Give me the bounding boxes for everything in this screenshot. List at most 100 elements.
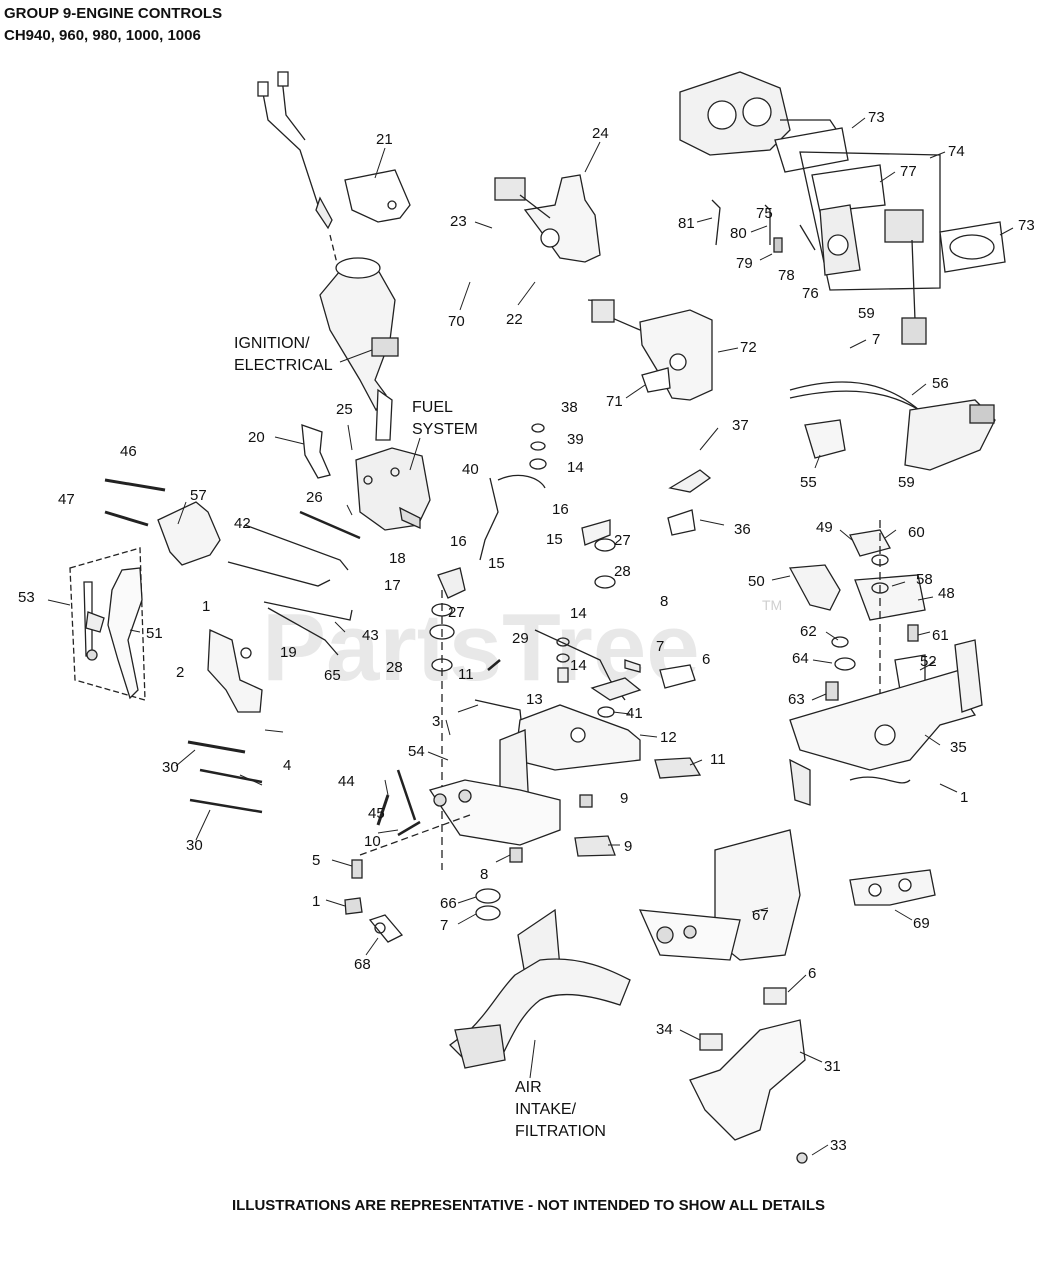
callout-60: 60 xyxy=(908,524,925,541)
callout-34: 34 xyxy=(656,1021,673,1038)
callout-59: 59 xyxy=(858,305,875,322)
callout-11: 11 xyxy=(458,666,474,683)
callout-80: 80 xyxy=(730,225,747,242)
callout-32: 32 xyxy=(0,0,17,4)
callout-7: 7 xyxy=(656,638,664,655)
callout-9: 9 xyxy=(624,838,632,855)
callout-64: 64 xyxy=(792,650,809,667)
callout-28: 28 xyxy=(614,563,631,580)
callout-65: 65 xyxy=(324,667,341,684)
callout-19: 19 xyxy=(280,644,297,661)
callout-14: 14 xyxy=(570,605,587,622)
callout-14: 14 xyxy=(570,657,587,674)
springs-and-rods-drawing xyxy=(104,478,361,814)
callout-6: 6 xyxy=(808,965,816,982)
model-list: CH940, 960, 980, 1000, 1006 xyxy=(4,27,201,44)
callout-29: 29 xyxy=(512,630,529,647)
callout-23: 23 xyxy=(450,213,467,230)
section-ignition: IGNITION/ELECTRICAL xyxy=(234,335,333,374)
callout-15: 15 xyxy=(546,531,563,548)
callout-35: 35 xyxy=(950,739,967,756)
callout-30: 30 xyxy=(186,837,203,854)
callout-22: 22 xyxy=(506,311,523,328)
callout-16: 16 xyxy=(450,533,467,550)
callout-24: 24 xyxy=(592,125,609,142)
callout-49: 49 xyxy=(816,519,833,536)
callout-20: 20 xyxy=(248,429,265,446)
callout-63: 63 xyxy=(788,691,805,708)
callout-9: 9 xyxy=(620,790,628,807)
callout-78: 78 xyxy=(778,267,795,284)
callout-36: 36 xyxy=(734,521,751,538)
lever-51-drawing xyxy=(69,547,146,701)
callout-43: 43 xyxy=(362,627,379,644)
callout-81: 81 xyxy=(678,215,695,232)
callout-47: 47 xyxy=(58,491,75,508)
callout-7: 7 xyxy=(872,331,880,348)
callout-33: 33 xyxy=(830,1137,847,1154)
callout-46: 46 xyxy=(120,443,137,460)
callout-62: 62 xyxy=(800,623,817,640)
callout-8: 8 xyxy=(660,593,668,610)
callout-73: 73 xyxy=(868,109,885,126)
callout-38: 38 xyxy=(561,399,578,416)
callout-44: 44 xyxy=(338,773,355,790)
ignition-harness-drawing xyxy=(257,71,411,441)
callout-55: 55 xyxy=(800,474,817,491)
callout-75: 75 xyxy=(756,205,773,222)
callout-13: 13 xyxy=(526,691,543,708)
callout-18: 18 xyxy=(389,550,406,567)
callout-28: 28 xyxy=(386,659,403,676)
callout-1: 1 xyxy=(312,893,320,910)
callout-70: 70 xyxy=(448,313,465,330)
bracket-69-drawing xyxy=(638,829,936,961)
callout-67: 67 xyxy=(752,907,769,924)
callout-58: 58 xyxy=(916,571,933,588)
callout-15: 15 xyxy=(488,555,505,572)
bracket-24-drawing xyxy=(494,174,601,263)
callout-40: 40 xyxy=(462,461,479,478)
callout-1: 1 xyxy=(960,789,968,806)
callout-6: 6 xyxy=(702,651,710,668)
callout-39: 39 xyxy=(567,431,584,448)
air-intake-drawing xyxy=(449,908,808,1164)
callout-56: 56 xyxy=(932,375,949,392)
callout-42: 42 xyxy=(234,515,251,532)
callout-2: 2 xyxy=(176,664,184,681)
bracket-54-drawing xyxy=(788,520,983,806)
callout-1: 1 xyxy=(202,598,210,615)
callout-69: 69 xyxy=(913,915,930,932)
callout-76: 76 xyxy=(802,285,819,302)
callout-11: 11 xyxy=(710,751,726,768)
callout-14: 14 xyxy=(567,459,584,476)
watermark-tm: TM xyxy=(762,597,782,613)
callout-10: 10 xyxy=(364,833,381,850)
callout-79: 79 xyxy=(736,255,753,272)
callout-74: 74 xyxy=(948,143,965,160)
callout-59: 59 xyxy=(898,474,915,491)
callout-12: 12 xyxy=(660,729,677,746)
callout-26: 26 xyxy=(306,489,323,506)
callout-57: 57 xyxy=(190,487,207,504)
page-title: GROUP 9-ENGINE CONTROLS xyxy=(4,5,223,22)
carburetor-drawing xyxy=(301,424,431,531)
callout-68: 68 xyxy=(354,956,371,973)
callout-77: 77 xyxy=(900,163,917,180)
callout-51: 51 xyxy=(146,625,163,642)
callout-66: 66 xyxy=(440,895,457,912)
callout-21: 21 xyxy=(376,131,393,148)
callout-3: 3 xyxy=(432,713,440,730)
callout-25: 25 xyxy=(336,401,353,418)
bracket-72-drawing xyxy=(587,299,713,401)
callout-53: 53 xyxy=(18,589,35,606)
footer-disclaimer: ILLUSTRATIONS ARE REPRESENTATIVE - NOT I… xyxy=(231,1197,826,1214)
callout-48: 48 xyxy=(938,585,955,602)
callout-27: 27 xyxy=(448,604,465,621)
callout-31: 31 xyxy=(824,1058,841,1075)
callout-8: 8 xyxy=(480,866,488,883)
callout-73: 73 xyxy=(1018,217,1035,234)
pedal-56-drawing xyxy=(789,381,996,471)
